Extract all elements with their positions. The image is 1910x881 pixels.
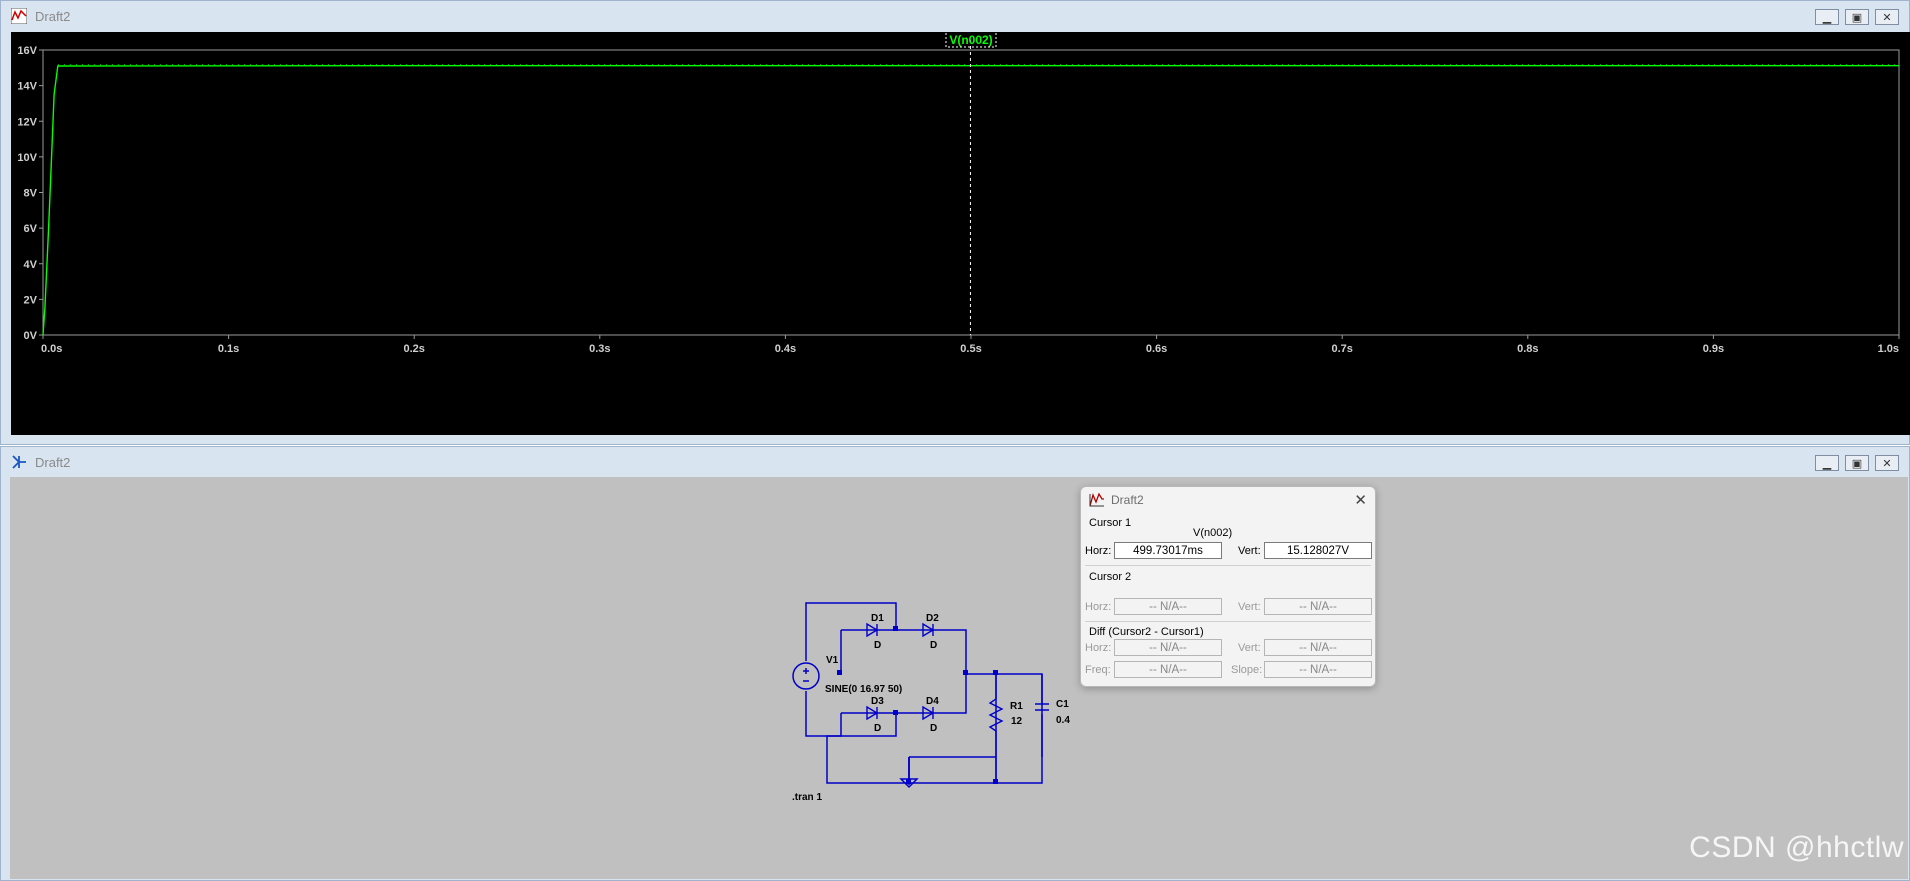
v1-value: SINE(0 16.97 50) bbox=[825, 684, 902, 695]
d3-model: D bbox=[874, 723, 881, 734]
slope-label: Slope: bbox=[1231, 664, 1263, 676]
cursor-dialog: Draft2 ✕ Cursor 1 V(n002) Horz: 499.7301… bbox=[1080, 486, 1376, 687]
x-tick-label: 1.0s bbox=[1878, 343, 1899, 355]
close-button[interactable]: ✕ bbox=[1875, 455, 1899, 471]
cursor1-horz-field[interactable]: 499.73017ms bbox=[1114, 542, 1222, 559]
tran-directive[interactable]: .tran 1 bbox=[792, 792, 822, 803]
slope-field: -- N/A-- bbox=[1264, 661, 1372, 678]
cursor2-group-label: Cursor 2 bbox=[1089, 571, 1132, 583]
waveform-icon bbox=[11, 8, 27, 24]
d4-model: D bbox=[930, 723, 937, 734]
x-tick-label: 0.0s bbox=[41, 343, 62, 355]
schematic-icon bbox=[12, 455, 26, 469]
watermark: CSDN @hhctlw bbox=[1689, 831, 1904, 864]
schematic-titlebar[interactable]: Draft2 bbox=[1, 447, 1909, 477]
x-tick-label: 0.5s bbox=[960, 343, 981, 355]
x-tick-label: 0.3s bbox=[589, 343, 610, 355]
v1-label: V1 bbox=[826, 655, 839, 666]
y-tick-label: 16V bbox=[17, 45, 37, 57]
cursor1-group-label: Cursor 1 bbox=[1089, 517, 1132, 529]
waveform-window-title: Draft2 bbox=[35, 8, 71, 24]
horz-label: Horz: bbox=[1085, 545, 1112, 557]
d1-model: D bbox=[874, 640, 881, 651]
freq-label: Freq: bbox=[1085, 664, 1111, 676]
plot-area[interactable]: 0V 2V 4V 6V 8V 10V 12V 14V 16V 0.0s 0.1s 0.2s 0.3s 0.… bbox=[11, 30, 1910, 435]
d3-label: D3 bbox=[871, 696, 884, 707]
freq-field: -- N/A-- bbox=[1114, 661, 1222, 678]
minimize-button[interactable]: ▁ bbox=[1815, 455, 1839, 471]
y-tick-label: 2V bbox=[24, 294, 38, 306]
capacitor-c1[interactable] bbox=[1035, 703, 1049, 711]
c1-label: C1 bbox=[1056, 699, 1069, 710]
x-tick-label: 0.6s bbox=[1146, 343, 1167, 355]
x-tick-label: 0.7s bbox=[1331, 343, 1352, 355]
horz-label: Horz: bbox=[1085, 601, 1112, 613]
d2-label: D2 bbox=[926, 613, 939, 624]
diff-group-label: Diff (Cursor2 - Cursor1) bbox=[1089, 626, 1204, 638]
vert-label: Vert: bbox=[1238, 642, 1261, 654]
y-tick-label: 4V bbox=[24, 259, 38, 271]
diode-d2[interactable] bbox=[922, 622, 935, 638]
y-tick-label: 6V bbox=[24, 223, 38, 235]
diff-horz-field: -- N/A-- bbox=[1114, 639, 1222, 656]
junction-dots bbox=[837, 626, 998, 784]
trace-label[interactable]: V(n002) bbox=[949, 33, 992, 47]
circuit-diagram[interactable]: V1 SINE(0 16.97 50) D1 D D2 D D3 D D4 D … bbox=[10, 477, 1908, 879]
x-tick-label: 0.1s bbox=[218, 343, 239, 355]
close-button[interactable]: ✕ bbox=[1875, 9, 1899, 25]
trace-name: V(n002) bbox=[1193, 527, 1233, 539]
diode-d3[interactable] bbox=[866, 705, 879, 721]
y-tick-label: 14V bbox=[17, 81, 37, 93]
y-tick-label: 0V bbox=[24, 330, 38, 342]
waveform-titlebar[interactable]: Draft2 bbox=[1, 1, 1909, 31]
d1-label: D1 bbox=[871, 613, 884, 624]
x-tick-label: 0.4s bbox=[775, 343, 796, 355]
cursor2-horz-field: -- N/A-- bbox=[1114, 598, 1222, 615]
group-divider bbox=[1085, 565, 1371, 566]
cursor2-vert-field: -- N/A-- bbox=[1264, 598, 1372, 615]
schematic-window-title: Draft2 bbox=[35, 454, 71, 470]
d2-model: D bbox=[930, 640, 937, 651]
horz-label: Horz: bbox=[1085, 642, 1112, 654]
trace-line bbox=[42, 65, 1899, 336]
x-tick-label: 0.9s bbox=[1703, 343, 1724, 355]
vert-label: Vert: bbox=[1238, 601, 1261, 613]
diff-vert-field: -- N/A-- bbox=[1264, 639, 1372, 656]
d4-label: D4 bbox=[926, 696, 939, 707]
resistor-r1[interactable] bbox=[988, 674, 1004, 783]
cursor1-vert-field[interactable]: 15.128027V bbox=[1264, 542, 1372, 559]
cursor-dialog-title: Draft2 bbox=[1111, 493, 1144, 507]
y-tick-label: 10V bbox=[17, 152, 37, 164]
maximize-button[interactable]: ▣ bbox=[1845, 9, 1869, 25]
c1-value: 0.4 bbox=[1056, 715, 1070, 726]
x-tick-label: 0.2s bbox=[403, 343, 424, 355]
cursor-icon bbox=[1089, 493, 1104, 507]
x-tick-label: 0.8s bbox=[1517, 343, 1538, 355]
cursor-dialog-titlebar[interactable]: Draft2 ✕ bbox=[1081, 487, 1375, 513]
r1-label: R1 bbox=[1010, 701, 1023, 712]
group-divider bbox=[1085, 621, 1371, 622]
y-tick-label: 12V bbox=[17, 116, 37, 128]
vert-label: Vert: bbox=[1238, 545, 1261, 557]
maximize-button[interactable]: ▣ bbox=[1845, 455, 1869, 471]
r1-value: 12 bbox=[1011, 716, 1023, 727]
diode-d1[interactable] bbox=[866, 622, 879, 638]
waveform-plot[interactable]: 0V 2V 4V 6V 8V 10V 12V 14V 16V 0.0s 0.1s 0.2s 0.3s 0.… bbox=[11, 30, 1910, 435]
plot-frame bbox=[42, 49, 1900, 336]
close-icon[interactable]: ✕ bbox=[1354, 492, 1367, 509]
diode-d4[interactable] bbox=[922, 705, 935, 721]
voltage-source-v1[interactable] bbox=[792, 662, 820, 690]
minimize-button[interactable]: ▁ bbox=[1815, 9, 1839, 25]
y-tick-label: 8V bbox=[24, 188, 38, 200]
schematic-canvas[interactable]: V1 SINE(0 16.97 50) D1 D D2 D D3 D D4 D … bbox=[10, 477, 1908, 879]
